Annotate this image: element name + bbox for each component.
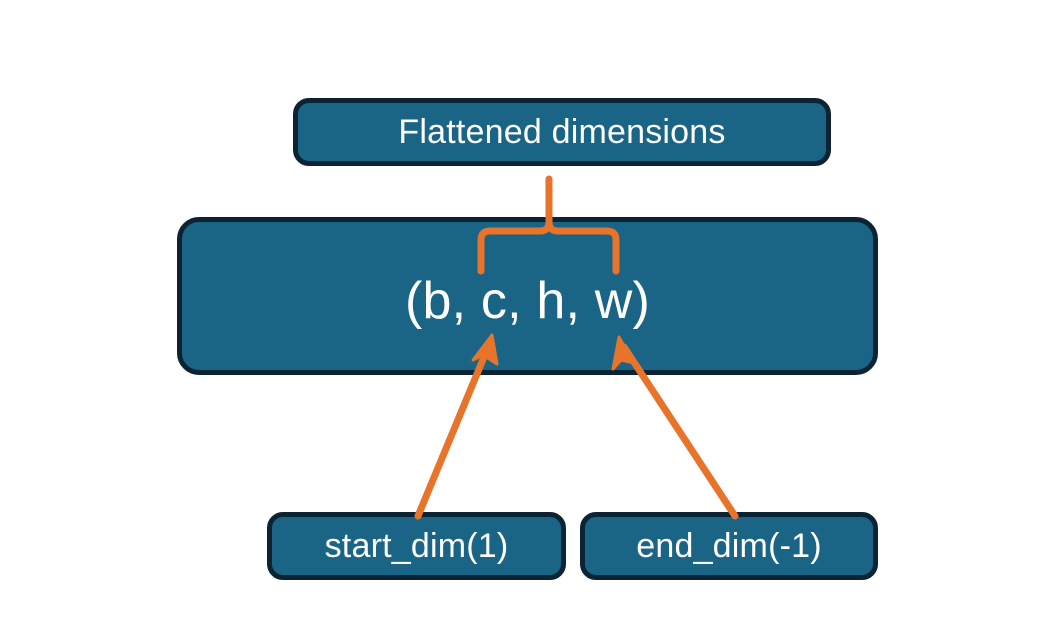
node-flattened-dimensions[interactable]: Flattened dimensions — [293, 98, 831, 166]
node-start-dim-label: start_dim(1) — [324, 526, 509, 565]
node-flattened-dimensions-label: Flattened dimensions — [398, 112, 726, 151]
node-tensor-shape-label: (b, c, h, w) — [404, 272, 651, 330]
node-tensor-shape[interactable]: (b, c, h, w) — [177, 217, 878, 375]
node-end-dim[interactable]: end_dim(-1) — [580, 512, 878, 580]
node-end-dim-label: end_dim(-1) — [636, 526, 822, 565]
node-start-dim[interactable]: start_dim(1) — [267, 512, 566, 580]
